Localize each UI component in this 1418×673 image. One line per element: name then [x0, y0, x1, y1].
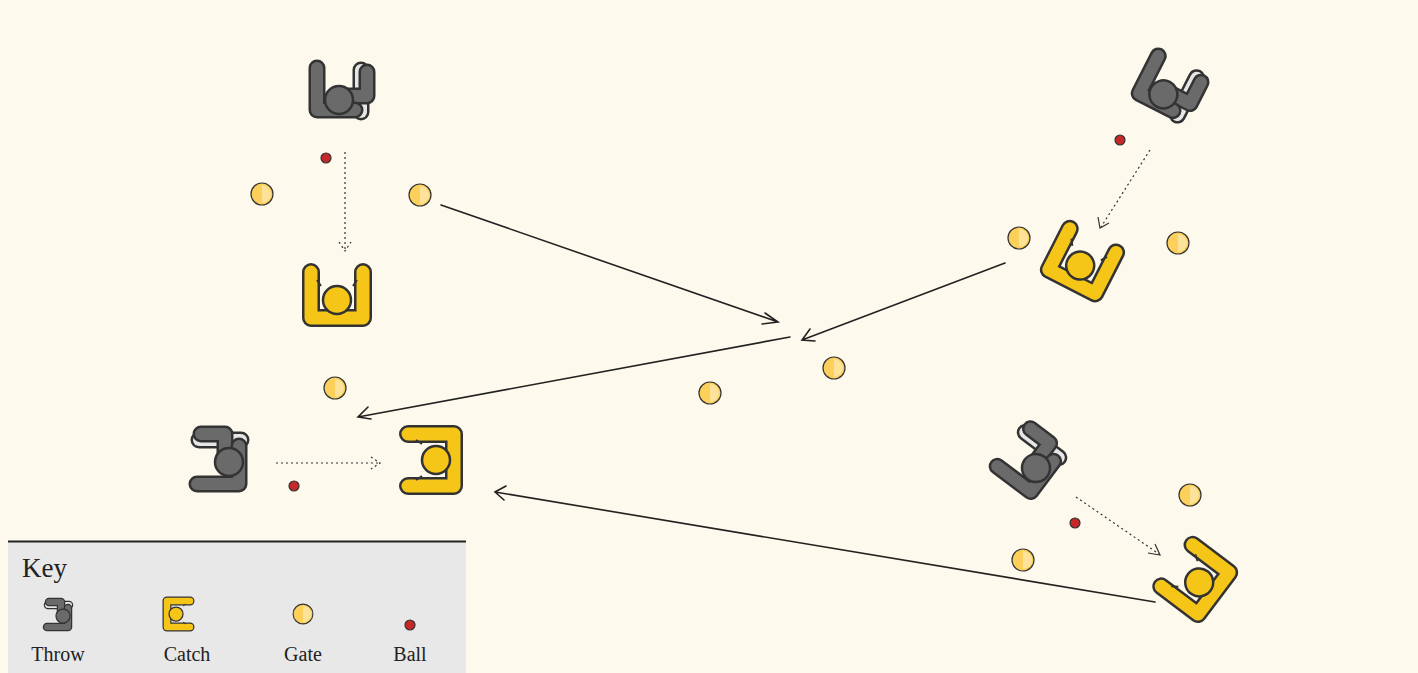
key-panel	[8, 541, 466, 673]
run-arrow	[802, 263, 1005, 341]
throw-path	[1101, 150, 1150, 227]
ball	[321, 153, 331, 163]
gate-marker	[251, 183, 273, 205]
ball	[1070, 518, 1080, 528]
catcher-figure	[1161, 545, 1229, 614]
gate-marker	[823, 357, 845, 379]
arrow-head	[1098, 217, 1109, 228]
key-background	[8, 541, 466, 673]
gate-marker	[1179, 484, 1201, 506]
key-thrower-icon	[47, 602, 70, 627]
legend-label: Ball	[393, 643, 426, 666]
thrower-figure	[997, 426, 1064, 494]
gate-marker	[699, 382, 721, 404]
run-arrow	[495, 486, 1155, 602]
thrower-figure	[317, 68, 367, 114]
throw-path	[1076, 497, 1159, 554]
key-title: Key	[22, 553, 67, 584]
catcher-figure	[1049, 229, 1116, 294]
run-paths	[358, 205, 1155, 602]
throw-path	[339, 152, 351, 251]
ball	[1115, 135, 1125, 145]
legend-label: Catch	[164, 643, 211, 666]
gate-marker	[409, 184, 431, 206]
balls	[289, 135, 1125, 528]
key-rule	[8, 541, 466, 543]
key-catcher-icon	[167, 601, 190, 627]
gate-marker	[1008, 227, 1030, 249]
gate-marker	[1012, 549, 1034, 571]
run-arrow	[358, 337, 790, 419]
players	[197, 56, 1229, 614]
gates	[251, 183, 1201, 571]
catcher-figure	[408, 434, 454, 486]
key-ball-icon	[405, 620, 415, 630]
legend-label: Throw	[31, 643, 84, 666]
ball	[289, 481, 299, 491]
legend-label: Gate	[284, 643, 322, 666]
throw-path	[276, 457, 380, 469]
gate-marker	[1167, 232, 1189, 254]
throw-paths	[276, 150, 1160, 555]
catcher-figure	[311, 272, 363, 318]
key-gate-icon	[293, 604, 313, 624]
gate-marker	[324, 377, 346, 399]
thrower-figure	[197, 434, 243, 484]
arrow-head	[1148, 544, 1160, 555]
run-arrow	[441, 205, 778, 324]
thrower-figure	[1137, 56, 1202, 120]
